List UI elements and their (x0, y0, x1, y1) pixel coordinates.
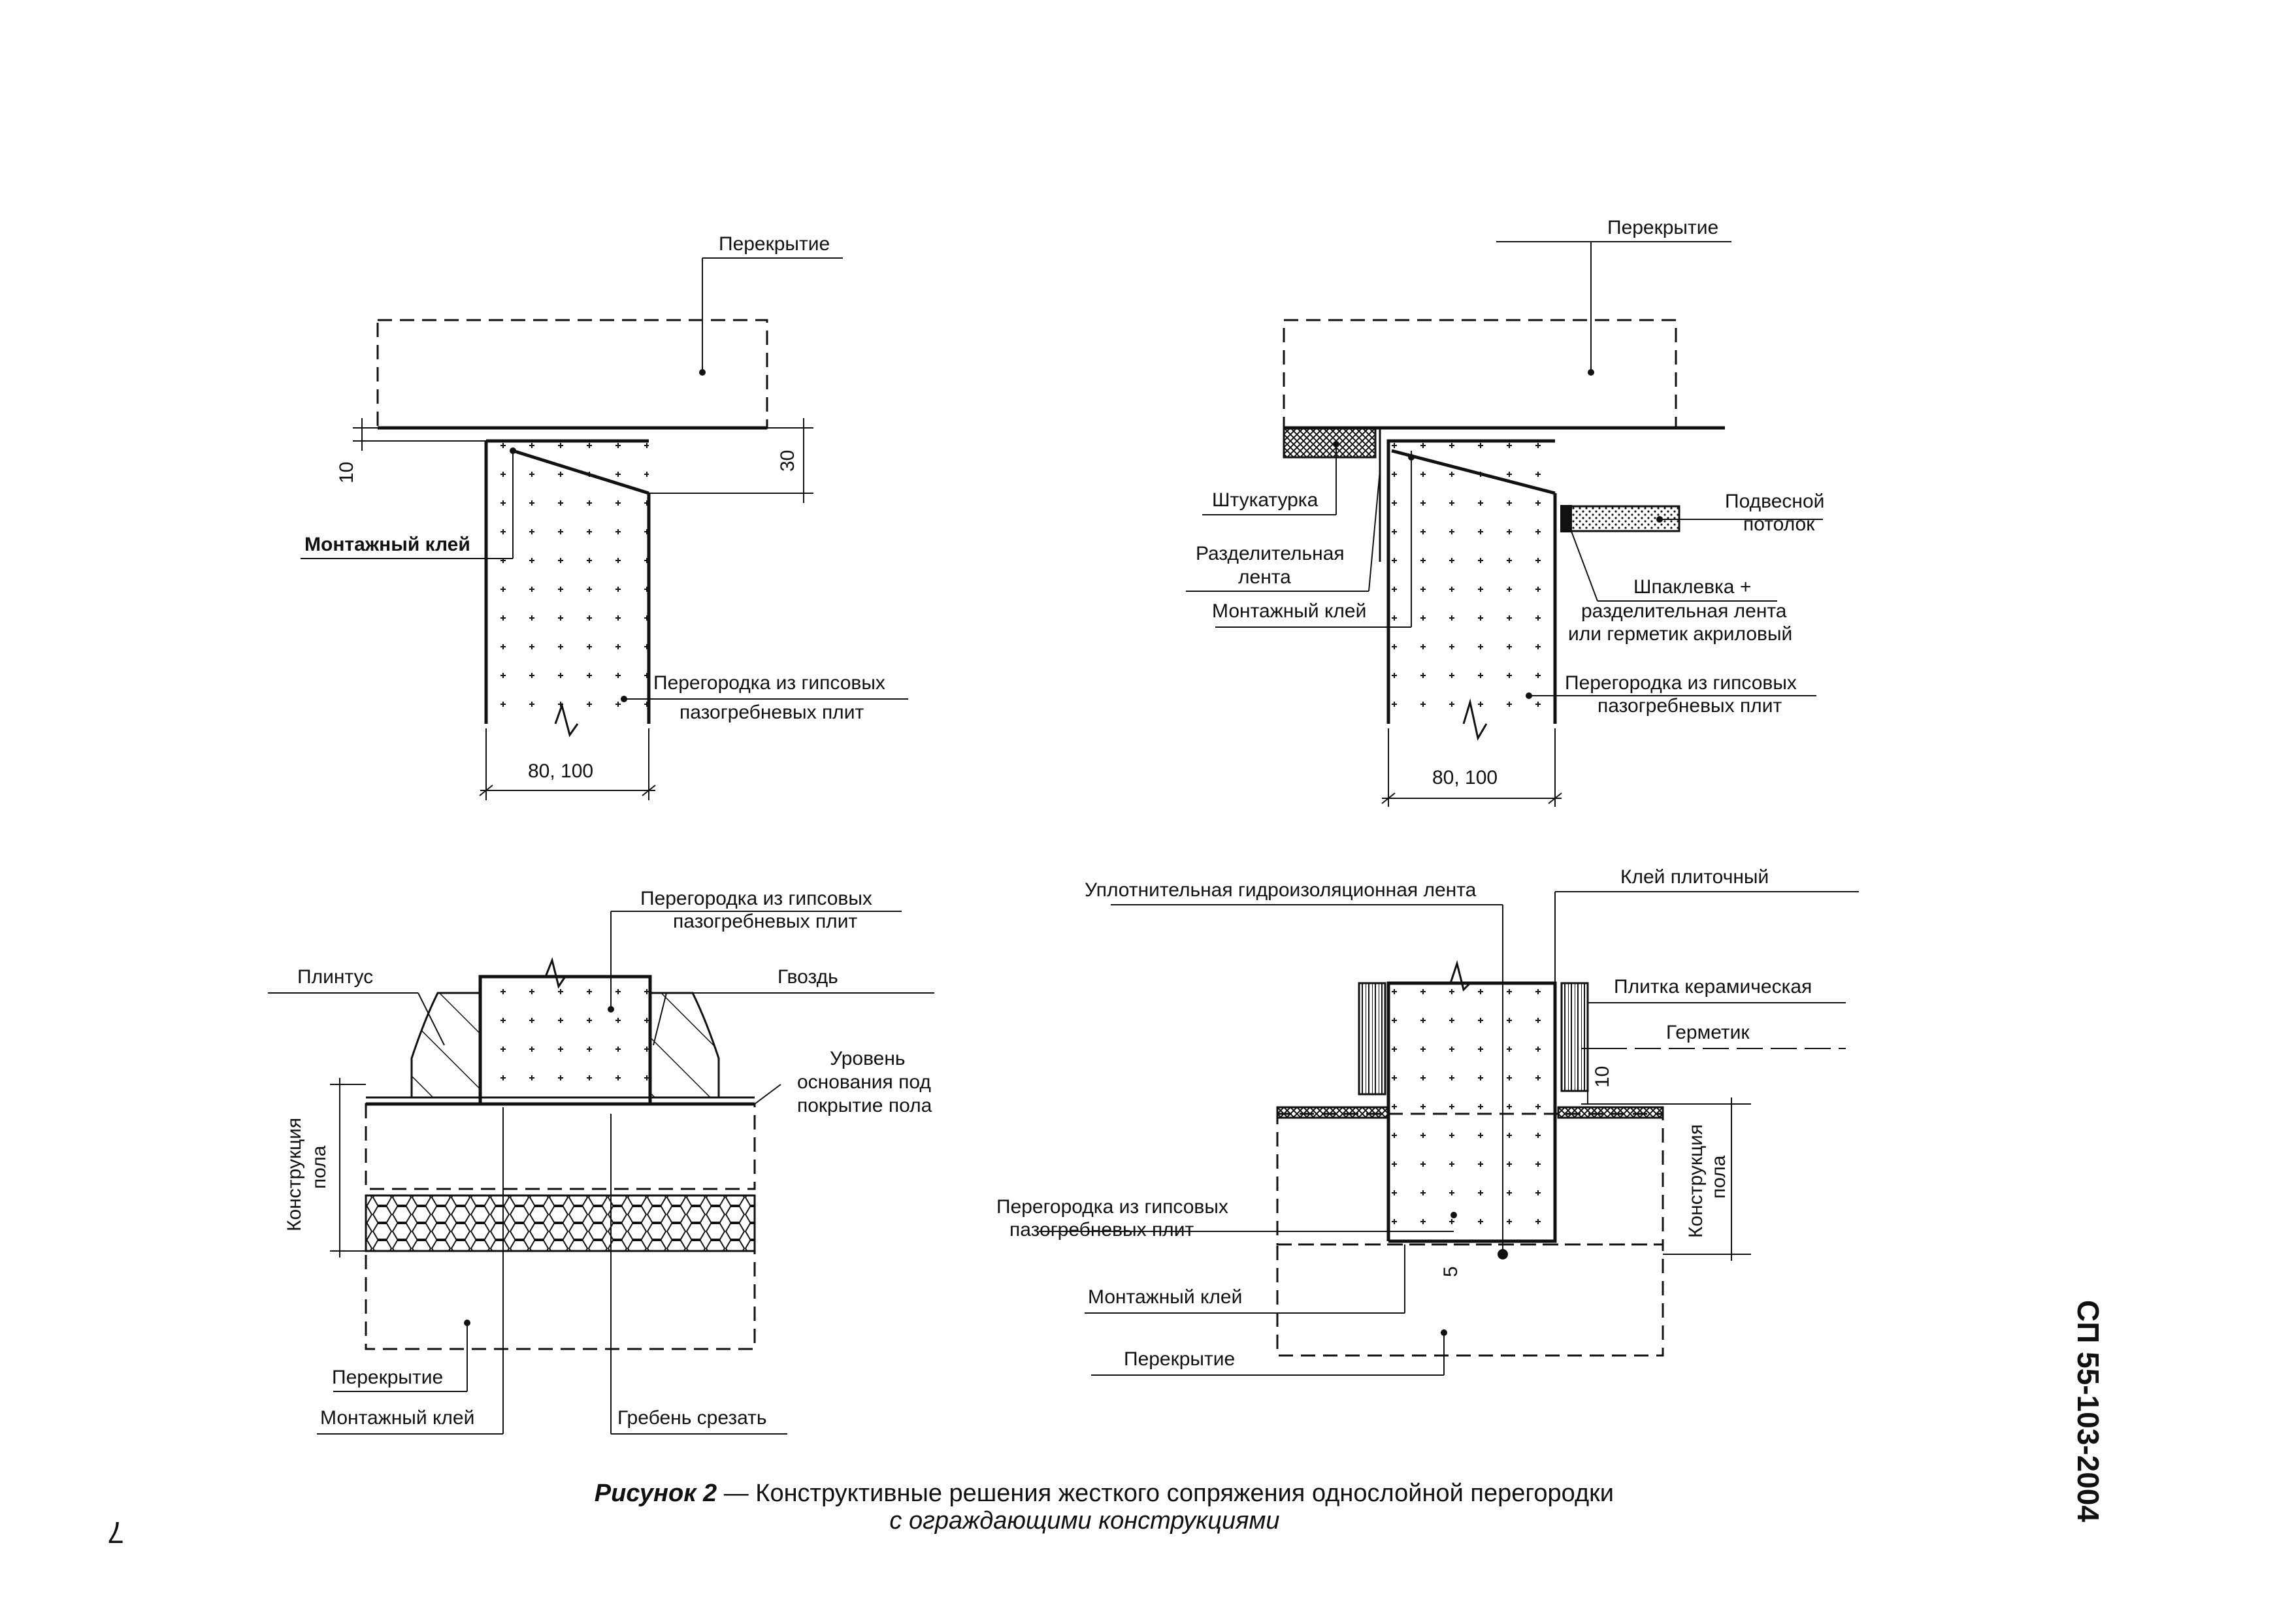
label-floor-1: Конструкция (1685, 1124, 1707, 1238)
label-putty-3: или герметик акриловый (1568, 623, 1792, 645)
caption: Рисунок 2 — Конструктивные решения жестк… (595, 1480, 1614, 1535)
caption-line-2: с ограждающими конструкциями (889, 1507, 1279, 1535)
floor-tile-right (1557, 1106, 1664, 1119)
label-partition-2: пазогребневых плит (1009, 1219, 1194, 1241)
label-level-2: основания под (797, 1071, 931, 1093)
label-ceiling-1: Подвесной (1725, 491, 1824, 512)
dim-10: 10 (1592, 1066, 1613, 1088)
insulation-layer (365, 1194, 756, 1252)
slab-bottom-right (1276, 1243, 1664, 1357)
plaster (1283, 427, 1377, 459)
caption-label: Рисунок 2 (595, 1480, 717, 1507)
detail-bottom-left: Перегородка из гипсовых пазогребневых пл… (268, 888, 934, 1435)
detail-top-right: Перекрытие Штукатурка Разделительная лен… (1186, 217, 1824, 807)
dim-height: 30 (777, 450, 798, 472)
plinth-right (649, 992, 720, 1099)
partition-top-left (486, 441, 649, 724)
label-level-1: Уровень (830, 1048, 906, 1069)
label-floor-2: пола (308, 1145, 330, 1189)
label-slab: Перекрытие (1607, 217, 1718, 238)
tile-left (1358, 982, 1386, 1096)
label-sealant: Герметик (1666, 1022, 1750, 1043)
label-glue: Монтажный клей (304, 534, 470, 555)
partition-bottom-right (1388, 983, 1555, 1241)
label-putty-1: Шпаклевка + (1633, 576, 1751, 598)
label-ceiling-2: потолок (1743, 513, 1815, 535)
label-partition-2: пазогребневых плит (673, 911, 857, 932)
label-plaster: Штукатурка (1212, 489, 1319, 511)
detail-top-left: Перекрытие Монтажный клей Перегородка из… (301, 233, 908, 800)
partition-bottom-left (480, 977, 650, 1104)
floor-screed (365, 1103, 756, 1190)
label-tape-2: лента (1238, 566, 1291, 588)
dim-width: 80, 100 (1432, 767, 1498, 788)
dim-width: 80, 100 (528, 760, 593, 782)
slab-top-right (1283, 319, 1677, 429)
label-partition-1: Перегородка из гипсовых (653, 672, 885, 694)
label-partition-1: Перегородка из гипсовых (1565, 672, 1797, 694)
page-number: 7 (107, 1516, 124, 1550)
partition-top-right (1388, 441, 1555, 724)
label-glue: Монтажный клей (320, 1407, 474, 1429)
slab-bottom-left (365, 1250, 756, 1350)
label-putty-2: разделительная лента (1581, 600, 1787, 622)
label-partition-1: Перегородка из гипсовых (996, 1196, 1228, 1218)
dim-5: 5 (1440, 1266, 1462, 1277)
tile-right (1560, 982, 1589, 1092)
label-partition-2: пазогребневых плит (680, 702, 864, 723)
label-slab: Перекрытие (719, 233, 830, 255)
detail-bottom-right: Уплотнительная гидроизоляционная лента К… (996, 866, 1859, 1376)
label-level-3: покрытие пола (797, 1095, 932, 1116)
label-seal-tape: Уплотнительная гидроизоляционная лента (1085, 879, 1477, 901)
label-floor-1: Конструкция (284, 1118, 305, 1231)
floor-tile-left (1276, 1106, 1390, 1119)
label-plinth: Плинтус (297, 966, 373, 988)
label-slab: Перекрытие (1124, 1348, 1235, 1370)
label-partition-2: пазогребневых плит (1598, 695, 1782, 717)
label-floor-2: пола (1708, 1155, 1729, 1199)
label-tile-glue: Клей плиточный (1620, 866, 1769, 888)
label-tile: Плитка керамическая (1614, 976, 1812, 998)
svg-text:Рисунок 2 — Конструктивные реш: Рисунок 2 — Конструктивные решения жестк… (595, 1480, 1614, 1507)
label-nail: Гвоздь (778, 966, 838, 988)
caption-rest: — Конструктивные решения жесткого сопряж… (717, 1480, 1614, 1507)
label-cut: Гребень срезать (617, 1407, 767, 1429)
slab-top-left (376, 319, 768, 429)
floor-screed-right (1276, 1112, 1664, 1246)
label-glue: Монтажный клей (1088, 1286, 1242, 1308)
dim-gap: 10 (336, 462, 357, 483)
plinth-left (410, 992, 482, 1099)
label-glue: Монтажный клей (1212, 600, 1366, 622)
label-tape-1: Разделительная (1196, 543, 1345, 564)
label-partition-1: Перегородка из гипсовых (640, 888, 872, 909)
standard-code: СП 55-103-2004 (2071, 1300, 2105, 1522)
label-slab: Перекрытие (332, 1367, 443, 1388)
